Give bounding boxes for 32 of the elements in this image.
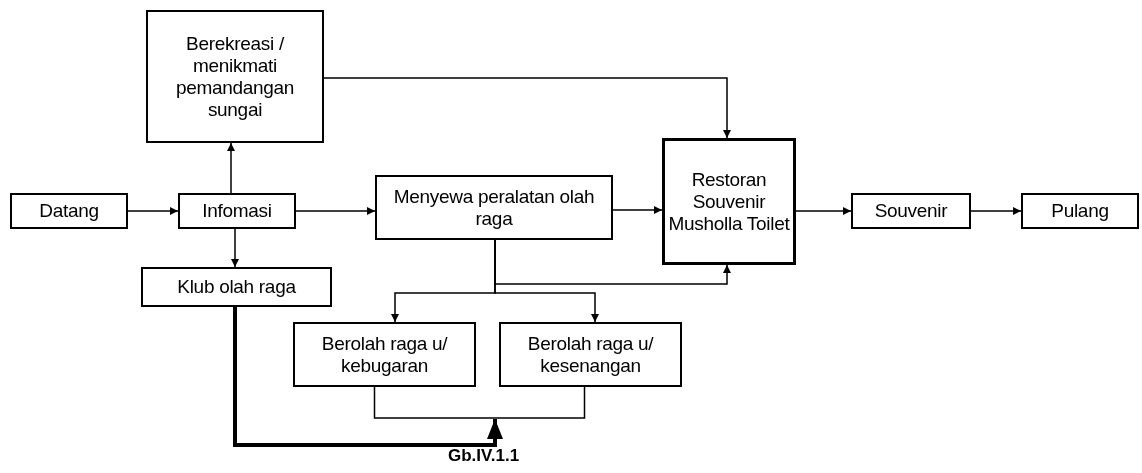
process-box [662, 138, 796, 265]
box-label: Menyewa peralatan olah raga [392, 185, 596, 230]
box-label: Pulang [1051, 200, 1109, 222]
process-box [141, 267, 332, 307]
arrow [612, 206, 663, 214]
box-label: Infomasi [202, 200, 272, 222]
box-label: Souvenir [874, 200, 948, 222]
start-box [10, 193, 128, 229]
process-box [146, 10, 324, 143]
arrow [227, 142, 235, 194]
arrow [494, 239, 731, 285]
box-label: Klub olah raga [177, 276, 296, 298]
connector-line [373, 386, 586, 419]
arrow [323, 77, 731, 139]
arrow [970, 207, 1022, 215]
end-box [1021, 193, 1139, 229]
arrow [295, 207, 376, 215]
box-label: Berolah raga u/ kesenangan [526, 332, 655, 377]
arrow [233, 307, 503, 447]
arrow [795, 207, 852, 215]
process-box [375, 175, 613, 240]
arrow [231, 228, 239, 268]
process-box [178, 193, 296, 229]
process-box [851, 193, 971, 229]
figure-caption: Gb.IV.1.1 [448, 446, 520, 466]
box-label: Berolah raga u/ kebugaran [320, 332, 449, 377]
process-box [293, 322, 476, 387]
arrow [127, 207, 179, 215]
box-label: Berekreasi / menikmati pemandangan sungai [174, 32, 296, 121]
box-label: Restoran Souvenir Musholla Toilet [667, 168, 791, 235]
process-box [499, 322, 682, 387]
box-label: Datang [39, 200, 99, 222]
